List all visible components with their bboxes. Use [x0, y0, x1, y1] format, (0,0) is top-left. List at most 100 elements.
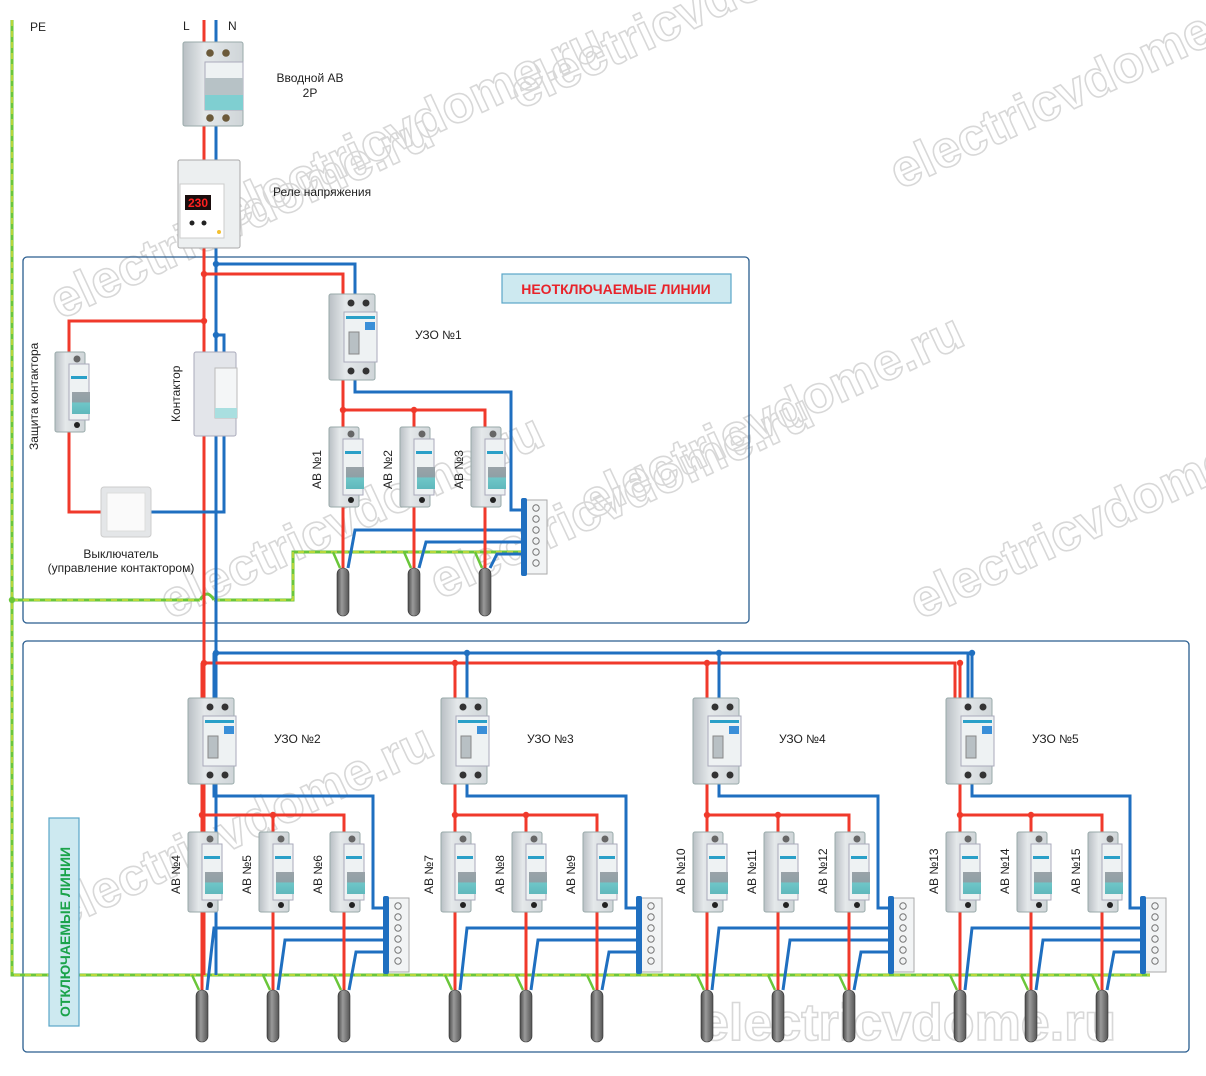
load-pe-wire [766, 974, 777, 991]
main-breaker-2p [182, 41, 244, 127]
breaker-АВ №15 [1087, 831, 1123, 913]
breaker-АВ №5-lever [276, 872, 294, 894]
breaker-АВ №14-screw-bottom [1036, 902, 1042, 908]
cable-АВ №10 [700, 989, 714, 1043]
watermark-text: electricvdome.ru [571, 302, 973, 530]
uninterruptible-section-frame [22, 256, 750, 624]
breaker-АВ №2-lever [417, 467, 435, 489]
cable-АВ №14 [1024, 989, 1038, 1043]
rcd-1-stripe [346, 316, 375, 319]
load-pe-wire [837, 974, 848, 991]
neutral-busbar-1-terminal [532, 526, 540, 534]
neutral-busbar-4-bar [888, 896, 894, 974]
uninterruptible-title-badge: НЕОТКЛЮЧАЕМЫЕ ЛИНИИ [501, 273, 732, 304]
neutral-busbar-5-terminal [1151, 913, 1159, 921]
rcd-2-test-button [224, 726, 234, 734]
breaker-АВ №7-stripe [457, 856, 473, 859]
breaker-АВ №3 [470, 426, 506, 508]
breaker-label: АВ №12 [816, 848, 830, 894]
breaker-АВ №6 [329, 831, 365, 913]
neutral-busbar-2-terminal [394, 902, 402, 910]
neutral-busbar-5-bar [1140, 896, 1146, 974]
cable-АВ №13 [953, 989, 967, 1043]
neutral-busbar-3 [636, 896, 663, 974]
rcd-2-lever [207, 735, 219, 759]
rcd-2-screw [206, 703, 214, 711]
breaker-АВ №4-stripe [204, 856, 220, 859]
switchable-title: ОТКЛЮЧАЕМЫЕ ЛИНИИ [57, 847, 73, 1017]
breaker-АВ №6-screw-top [348, 835, 356, 843]
rcd-5-test-button [982, 726, 992, 734]
load-neutral-wire [963, 926, 1140, 991]
load-neutral-wire [600, 950, 636, 991]
breaker-АВ №1-screw-bottom [348, 497, 354, 503]
load-neutral-wire [1105, 950, 1140, 991]
breaker-АВ №4 [187, 831, 223, 913]
breaker-АВ №3-lever [488, 467, 506, 489]
breaker-АВ №10-stripe [709, 856, 725, 859]
breaker-label: АВ №5 [240, 855, 254, 894]
l-label: L [183, 19, 190, 33]
wires-layer [8, 20, 1150, 991]
pe-upper-run-stripe [214, 551, 530, 601]
breaker-АВ №1 [328, 426, 364, 508]
switch-label-1: Выключатель [83, 547, 158, 561]
cable-АВ №2 [407, 567, 421, 617]
breaker-АВ №2 [399, 426, 435, 508]
relay-led [217, 230, 221, 234]
neutral-busbar-3-terminal [647, 924, 655, 932]
cable-АВ №4 [195, 989, 209, 1043]
load-neutral-wire [529, 938, 636, 991]
rcd-label-2: УЗО №2 [274, 732, 321, 746]
devices-layer: 230 [54, 41, 1167, 1043]
breaker-АВ №7-screw-top [459, 835, 467, 843]
breaker-АВ №4-lever [205, 872, 223, 894]
rcd-3-screw [459, 771, 467, 779]
rcd-1-test-button [365, 322, 375, 330]
rcd-3-screw [474, 771, 482, 779]
neutral-busbar-3-terminal [647, 902, 655, 910]
voltage-relay-front [179, 183, 225, 239]
neutral-busbar-3-terminal [647, 946, 655, 954]
neutral-busbar-4-terminal [899, 924, 907, 932]
load-neutral-wire [346, 528, 521, 569]
contactor-protection-breaker-stripe [71, 376, 87, 379]
load-neutral-wire [1034, 938, 1140, 991]
neutral-busbar-3-terminal [647, 957, 655, 965]
rcd-3-stripe [458, 720, 487, 723]
breaker-АВ №13-screw-bottom [965, 902, 971, 908]
cable-АВ №8 [519, 989, 533, 1043]
watermark-text: electricvdome.ru [211, 12, 613, 240]
rcd-label-5: УЗО №5 [1032, 732, 1079, 746]
load-pe-wire [473, 551, 484, 569]
load-neutral-wire [852, 950, 888, 991]
neutral-busbar-2-terminal [394, 924, 402, 932]
neutral-busbar-5-terminal [1151, 957, 1159, 965]
breaker-АВ №15-screw-bottom [1107, 902, 1113, 908]
breaker-label: АВ №6 [311, 855, 325, 894]
load-pe-wire [332, 974, 343, 991]
neutral-busbar-1-terminal [532, 559, 540, 567]
breaker-АВ №7-lever [458, 872, 476, 894]
watermark-text: electricvdome.ru [901, 402, 1206, 630]
rcd-3-test-button [477, 726, 487, 734]
rcd-2-screw [206, 771, 214, 779]
screw [206, 49, 214, 57]
breaker-АВ №14-screw-top [1035, 835, 1043, 843]
breaker-АВ №13-lever [963, 872, 981, 894]
cable-АВ №5 [266, 989, 280, 1043]
neutral-busbar-5 [1140, 896, 1167, 974]
neutral-busbar-2-terminal [394, 935, 402, 943]
breaker-АВ №10-screw-top [711, 835, 719, 843]
breaker-АВ №12-lever [852, 872, 870, 894]
load-pe-wire [948, 974, 959, 991]
junction-dot [8, 596, 16, 604]
load-neutral-wire [417, 540, 521, 569]
breaker-label: АВ №3 [452, 450, 466, 489]
cable-АВ №7 [448, 989, 462, 1043]
neutral-busbar-4-terminal [899, 946, 907, 954]
neutral-busbar-5-terminal [1151, 935, 1159, 943]
breaker-АВ №11-screw-bottom [783, 902, 789, 908]
breaker-АВ №1-screw-top [347, 430, 355, 438]
